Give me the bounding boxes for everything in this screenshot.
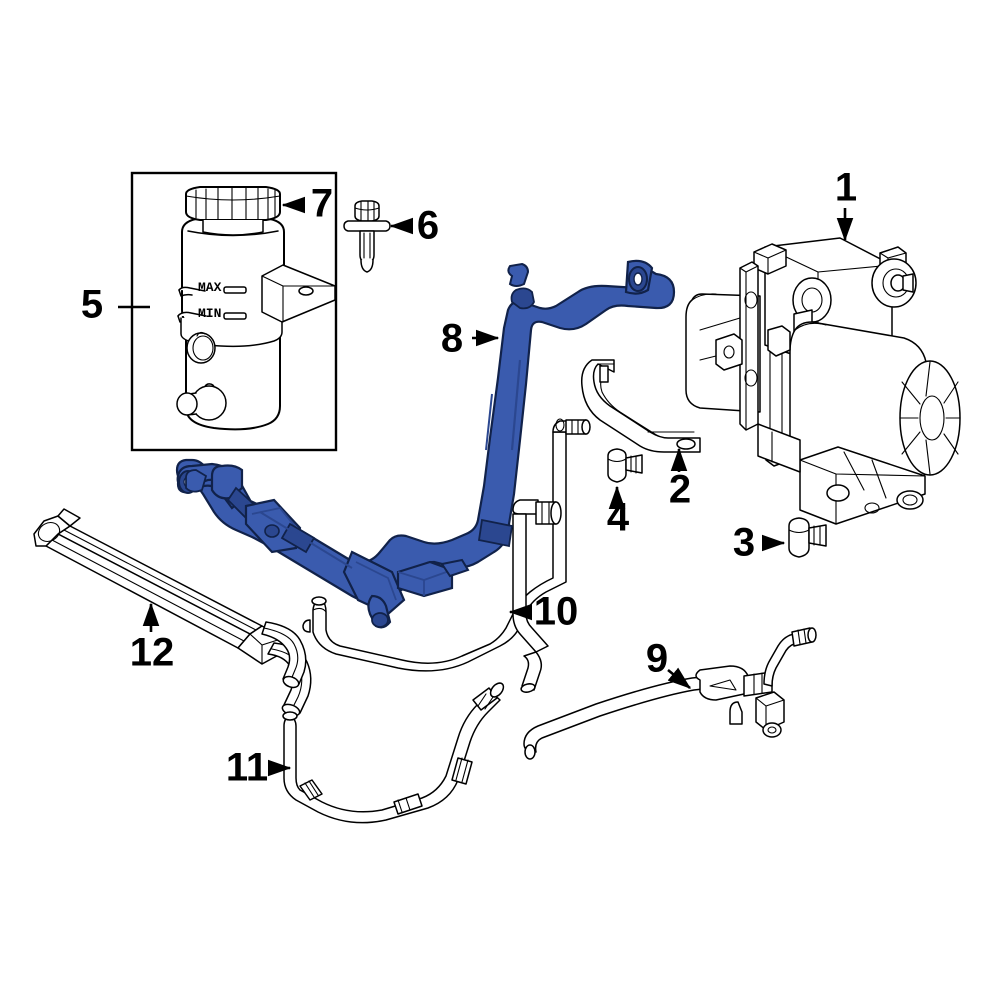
hose-shade-1 bbox=[510, 359, 522, 451]
hose-junction-edge bbox=[355, 561, 397, 601]
hose-shade-2 bbox=[485, 393, 493, 451]
callout-4-number: 4 bbox=[607, 496, 630, 540]
callout-1-number: 1 bbox=[835, 166, 857, 210]
reservoir-assembly-group: MAX MIN bbox=[130, 171, 338, 452]
callout-7-number: 7 bbox=[311, 182, 333, 226]
hose-diag-shade bbox=[259, 511, 353, 569]
callout-8-number: 8 bbox=[441, 317, 463, 361]
hose-left-bore-2 bbox=[185, 469, 208, 493]
callout-12-number: 12 bbox=[130, 631, 175, 675]
bolt-pump-mount bbox=[788, 517, 827, 558]
return-hose-highlighted bbox=[175, 259, 676, 629]
callout-9-number: 9 bbox=[646, 637, 668, 681]
bolt-bracket bbox=[607, 448, 643, 483]
max-level-label: MAX bbox=[198, 280, 222, 295]
pressure-line bbox=[523, 627, 817, 760]
hose-left-flange-hole bbox=[264, 524, 280, 538]
hose-tail-tab bbox=[440, 558, 470, 578]
bolt-reservoir bbox=[343, 200, 391, 273]
callout-5-number: 5 bbox=[81, 283, 103, 327]
power-steering-cooler bbox=[33, 508, 312, 717]
cooler-hose-lower bbox=[282, 682, 505, 824]
hose-mid-clamp bbox=[477, 518, 514, 548]
pump-bracket bbox=[580, 359, 701, 453]
callout-11-number: 11 bbox=[226, 746, 268, 790]
reservoir-bottle: MAX MIN bbox=[176, 218, 285, 431]
reservoir-cap bbox=[185, 186, 281, 236]
callout-2-number: 2 bbox=[669, 468, 691, 512]
reservoir-mount-tab bbox=[261, 264, 336, 323]
hose-end-right-hole bbox=[633, 272, 643, 286]
max-gauge-mark bbox=[223, 286, 247, 294]
min-gauge-mark bbox=[223, 312, 247, 320]
hose-upper-collar bbox=[510, 287, 535, 310]
callout-6-number: 6 bbox=[417, 204, 439, 248]
hose-upper-stub bbox=[507, 262, 530, 287]
callout-3-number: 3 bbox=[733, 521, 755, 565]
min-level-label: MIN bbox=[198, 306, 221, 321]
power-steering-pump-assembly bbox=[685, 237, 961, 525]
hose-lower-stub-bore bbox=[371, 612, 389, 628]
callout-10-number: 10 bbox=[534, 590, 579, 634]
callout-9-leader bbox=[667, 667, 692, 690]
